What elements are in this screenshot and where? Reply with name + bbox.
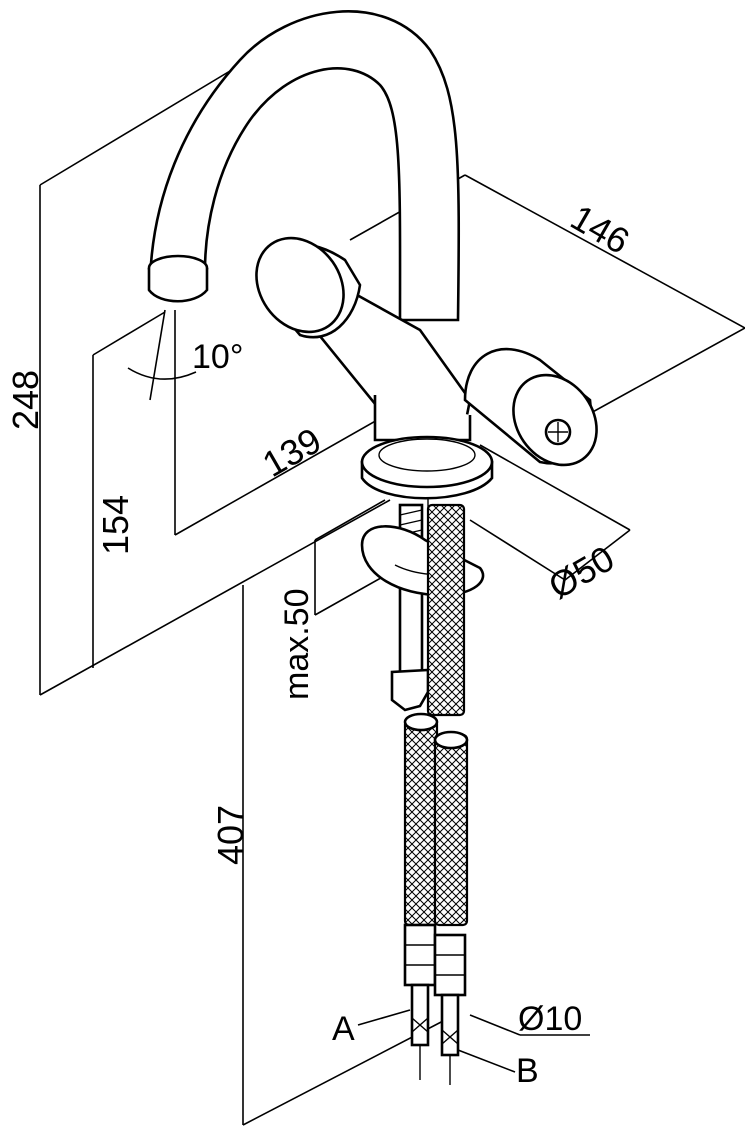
- faucet-body: [255, 236, 598, 467]
- dimension-407: 407: [210, 805, 251, 865]
- supply-hoses: [403, 503, 469, 1085]
- dimension-diameter-50: Ø50: [542, 537, 621, 607]
- dimension-146: 146: [564, 196, 637, 262]
- leader-lines: [357, 1009, 590, 1073]
- dimension-diameter-10: Ø10: [518, 1000, 582, 1038]
- dimension-154: 154: [95, 495, 136, 555]
- connection-label-a: A: [332, 1010, 355, 1048]
- base-flange: [360, 435, 494, 500]
- dimension-248: 248: [5, 370, 46, 430]
- dimension-10-degree: 10°: [192, 338, 243, 376]
- spout: [147, 10, 461, 322]
- dimension-139: 139: [256, 419, 329, 485]
- connection-label-b: B: [516, 1052, 539, 1090]
- dimension-max-50: max.50: [278, 589, 316, 701]
